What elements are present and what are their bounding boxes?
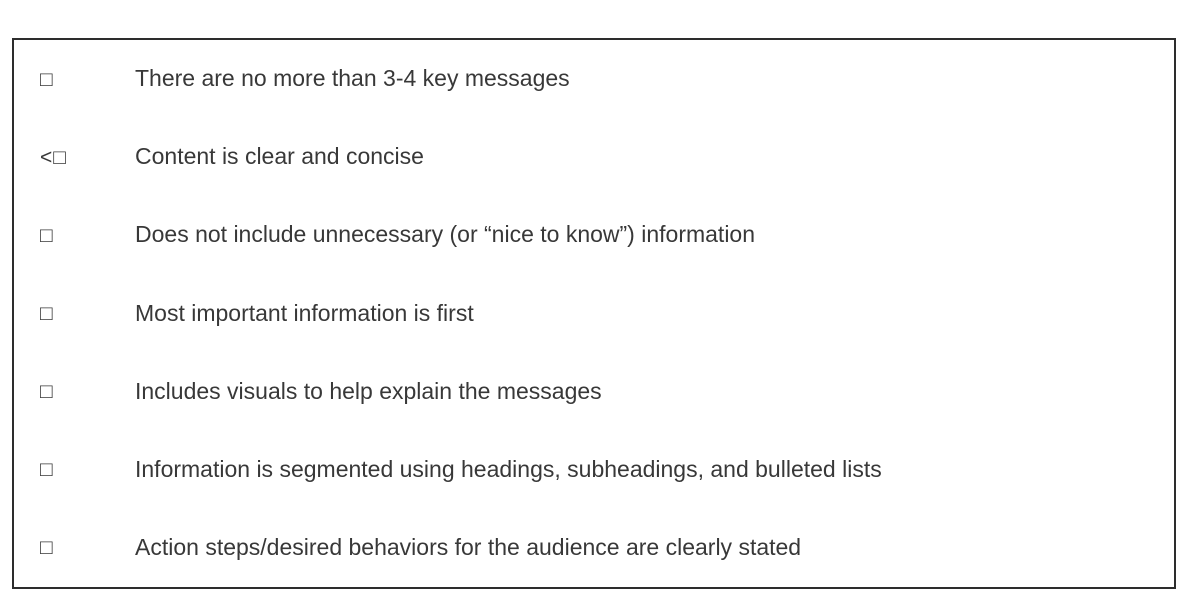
checkbox-icon[interactable]: □ <box>40 380 54 404</box>
checklist-box: □ There are no more than 3-4 key message… <box>12 38 1176 589</box>
checklist-item-label: Action steps/desired behaviors for the a… <box>135 533 802 560</box>
checkbox-icon[interactable]: □ <box>40 301 54 325</box>
checklist-item: □ Action steps/desired behaviors for the… <box>14 533 1174 563</box>
checkbox-icon[interactable]: <□ <box>40 145 67 169</box>
checklist-item-label: Content is clear and concise <box>135 143 424 170</box>
checklist-item-label: Most important information is first <box>135 299 474 326</box>
checklist-item-label: Information is segmented using headings,… <box>135 455 882 482</box>
checklist-item: □ Includes visuals to help explain the m… <box>14 377 1174 407</box>
checkbox-icon[interactable]: □ <box>40 67 54 91</box>
checklist-item: □ Does not include unnecessary (or “nice… <box>14 220 1174 250</box>
checklist-item-label: Does not include unnecessary (or “nice t… <box>135 221 756 248</box>
checklist-item: □ Most important information is first <box>14 299 1174 329</box>
checklist-item: <□ Content is clear and concise <box>14 142 1174 172</box>
checkbox-icon[interactable]: □ <box>40 223 54 247</box>
checklist-item: □ Information is segmented using heading… <box>14 455 1174 485</box>
checkbox-icon[interactable]: □ <box>40 458 54 482</box>
checklist-item: □ There are no more than 3-4 key message… <box>14 64 1174 94</box>
checkbox-icon[interactable]: □ <box>40 536 54 560</box>
checklist-item-label: Includes visuals to help explain the mes… <box>135 377 602 404</box>
checklist-item-label: There are no more than 3-4 key messages <box>135 65 570 92</box>
